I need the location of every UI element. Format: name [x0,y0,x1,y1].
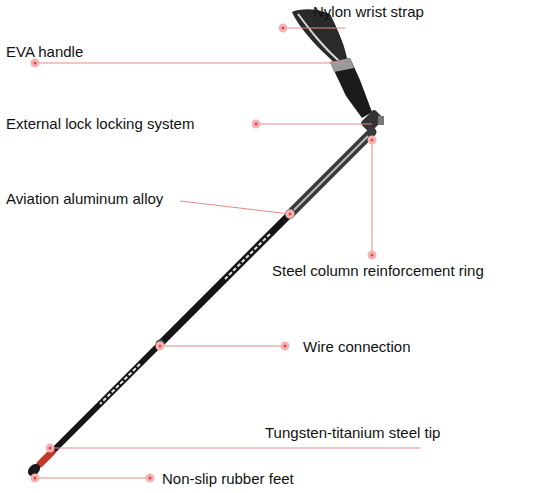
shaft-print [100,364,140,404]
joint-ring [156,340,165,349]
part-label: Tungsten-titanium steel tip [265,424,440,442]
part-label: Nylon wrist strap [313,3,424,21]
part-label: Steel column reinforcement ring [272,262,484,280]
leader-lines [35,28,420,478]
shaft-highlight [294,136,368,210]
part-label: EVA handle [6,43,83,61]
part-label: Wire connection [303,338,411,356]
middle-shaft [160,214,290,344]
lower-shaft [52,344,160,452]
handle-cap [330,58,354,72]
reinforcement-ring [285,209,295,219]
shaft-print [225,234,270,279]
leader-dots [32,25,375,481]
part-label: Non-slip rubber feet [162,470,294,488]
steel-tip [40,452,52,464]
strap-stitch [298,14,340,62]
part-label: External lock locking system [6,115,194,133]
part-label: Aviation aluminum alloy [6,190,163,208]
lock-lever [378,116,384,125]
upper-shaft [290,132,372,214]
eva-handle [330,58,372,118]
